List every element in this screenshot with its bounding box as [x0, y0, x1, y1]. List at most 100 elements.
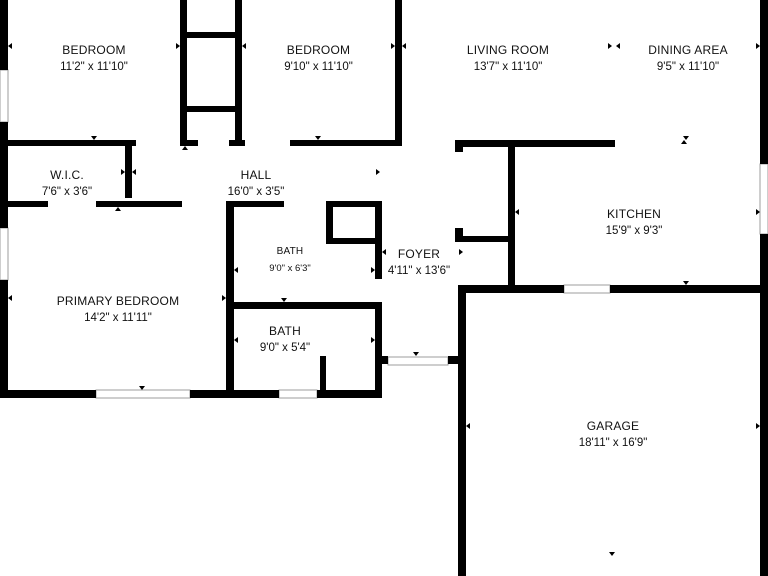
- tick: [182, 146, 188, 150]
- tick: [8, 295, 12, 301]
- wall: [508, 140, 515, 286]
- tick: [234, 267, 238, 273]
- wall: [375, 201, 382, 279]
- room-label-hall: HALL 16'0" x 3'5": [186, 167, 326, 201]
- room-label-dining-area: DINING AREA 9'5" x 11'10": [618, 42, 758, 76]
- window-kitchen-garage: [563, 284, 611, 294]
- window-primary-left: [0, 227, 9, 281]
- wall: [610, 285, 768, 293]
- room-label-living-room: LIVING ROOM 13'7" x 11'10": [428, 42, 588, 76]
- wall: [235, 0, 242, 142]
- window-primary-bottom: [95, 389, 191, 399]
- wall: [0, 201, 48, 207]
- room-name: DINING AREA: [648, 43, 728, 57]
- wall: [455, 140, 615, 147]
- room-label-bath-2: BATH 9'0" x 5'4": [240, 323, 330, 357]
- room-name: GARAGE: [586, 419, 640, 433]
- tick: [756, 43, 760, 49]
- tick: [382, 249, 386, 255]
- window-bedroom-left: [0, 69, 9, 123]
- wall: [375, 356, 388, 364]
- tick: [222, 295, 226, 301]
- wall: [760, 0, 768, 164]
- tick: [121, 169, 125, 175]
- tick: [683, 136, 689, 140]
- wall: [0, 390, 96, 398]
- tick: [281, 298, 287, 302]
- wall: [226, 201, 234, 398]
- room-name: BEDROOM: [286, 43, 351, 57]
- room-label-bedroom-1: BEDROOM 11'2" x 11'10": [14, 42, 174, 76]
- room-dimensions: 18'11" x 16'9": [578, 437, 648, 449]
- wall: [375, 309, 382, 398]
- room-label-wic: W.I.C. 7'6" x 3'6": [22, 167, 112, 201]
- wall: [455, 140, 463, 152]
- tick: [91, 136, 97, 140]
- wall: [226, 302, 382, 309]
- room-dimensions: 11'2" x 11'10": [60, 61, 128, 73]
- room-label-bedroom-2: BEDROOM 9'10" x 11'10": [242, 42, 395, 76]
- room-name: BATH: [269, 324, 301, 338]
- room-label-kitchen: KITCHEN 15'9" x 9'3": [554, 206, 714, 240]
- room-name: PRIMARY BEDROOM: [56, 294, 180, 308]
- room-dimensions: 9'0" x 5'4": [259, 342, 311, 354]
- room-name: HALL: [240, 168, 272, 182]
- wall: [0, 0, 8, 70]
- tick: [176, 43, 180, 49]
- room-name: KITCHEN: [606, 207, 662, 221]
- room-label-foyer: FOYER 4'11" x 13'6": [380, 246, 458, 280]
- wall: [180, 32, 242, 38]
- window-kitchen-right: [759, 163, 768, 235]
- wall: [317, 390, 382, 398]
- wall: [458, 285, 564, 293]
- room-dimensions: 9'0" x 6'3": [269, 263, 311, 274]
- wall: [455, 228, 463, 242]
- front-entry: [387, 356, 449, 366]
- room-label-garage: GARAGE 18'11" x 16'9": [533, 418, 693, 452]
- tick: [139, 386, 145, 390]
- tick: [459, 249, 463, 255]
- room-name: BATH: [276, 246, 304, 257]
- tick: [466, 423, 470, 429]
- room-dimensions: 15'9" x 9'3": [605, 225, 663, 237]
- room-name: FOYER: [397, 247, 441, 261]
- wall: [448, 356, 466, 364]
- wall: [320, 356, 326, 398]
- room-name: BEDROOM: [62, 43, 126, 57]
- room-dimensions: 14'2" x 11'11": [84, 312, 152, 324]
- tick: [756, 423, 760, 429]
- tick: [234, 337, 238, 343]
- tick: [115, 207, 121, 211]
- wall: [0, 140, 136, 146]
- tick: [515, 209, 519, 215]
- dimension-ticks: [8, 43, 760, 556]
- tick: [609, 552, 615, 556]
- room-dimensions: 9'5" x 11'10": [656, 61, 720, 73]
- wall: [229, 140, 245, 146]
- tick: [608, 43, 612, 49]
- tick: [242, 43, 246, 49]
- wall: [395, 0, 402, 144]
- tick: [132, 169, 136, 175]
- room-dimensions: 9'10" x 11'10": [284, 61, 353, 73]
- wall: [0, 122, 8, 228]
- tick: [371, 337, 375, 343]
- wall: [326, 201, 333, 243]
- wall: [760, 234, 768, 293]
- wall: [226, 201, 284, 207]
- tick: [413, 352, 419, 356]
- wall: [125, 140, 132, 198]
- tick: [8, 43, 12, 49]
- room-dimensions: 4'11" x 13'6": [387, 265, 451, 277]
- wall: [0, 280, 8, 398]
- room-label-primary-bedroom: PRIMARY BEDROOM 14'2" x 11'11": [34, 293, 202, 327]
- tick: [371, 267, 375, 273]
- wall: [760, 285, 768, 576]
- tick: [391, 43, 395, 49]
- wall: [180, 0, 187, 142]
- wall: [326, 201, 382, 207]
- tick: [376, 169, 380, 175]
- room-name: W.I.C.: [50, 168, 84, 182]
